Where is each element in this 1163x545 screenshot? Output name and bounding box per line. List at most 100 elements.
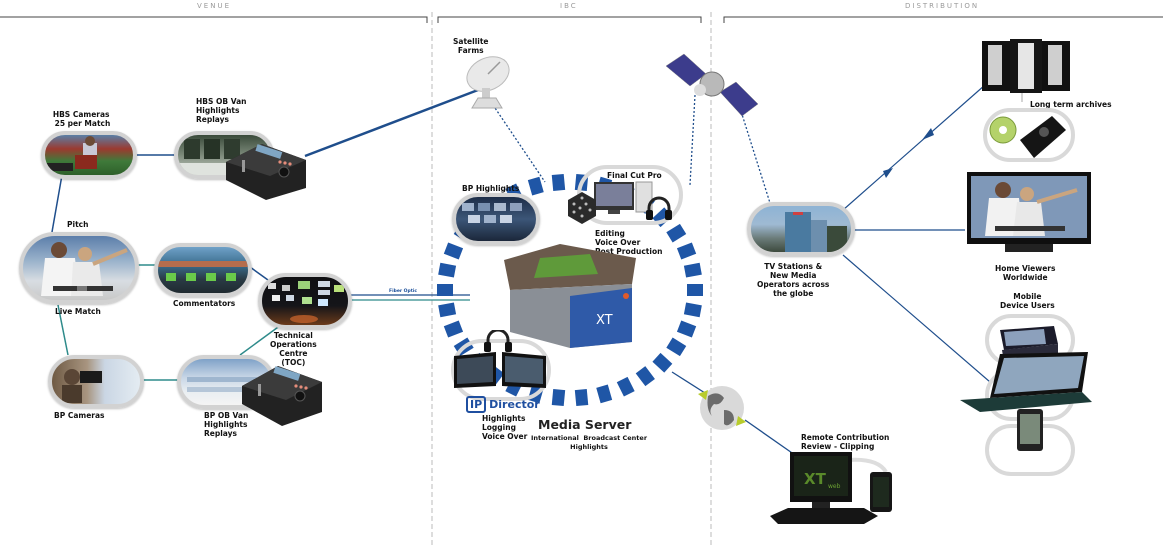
link-toc-to-commentators <box>249 266 269 281</box>
label-satellite-farms: Satellite Farms <box>453 37 489 55</box>
monitor-wall-icon <box>462 203 522 223</box>
ring-dash <box>676 242 697 260</box>
label-final-cut-pro: Final Cut Pro <box>607 171 662 180</box>
link-hbs-van-to-satellite <box>304 88 479 158</box>
hbs-replay-controller-icon <box>226 144 306 200</box>
ring-dash <box>527 176 544 196</box>
ring-dash <box>551 173 566 191</box>
bp-highlights-node[interactable] <box>452 193 540 245</box>
arrow-to-tv <box>883 168 893 178</box>
headphones-icon <box>646 196 672 220</box>
ip-director-text: Director <box>489 398 540 411</box>
media-cube-icon <box>568 192 596 224</box>
link-bp-cameras-to-pitch <box>57 304 69 356</box>
smartphone-icon <box>1017 409 1043 451</box>
ring-dash <box>666 223 687 243</box>
archives-media-node[interactable] <box>983 108 1075 162</box>
ring-dash <box>443 242 464 260</box>
satellite-dish-icon <box>466 56 510 109</box>
archive-servers-icon <box>982 39 1070 93</box>
section-bracket-distribution <box>723 16 1163 23</box>
label-live-match: Live Match <box>55 307 101 316</box>
ring-dash <box>443 320 464 338</box>
label-toc: Technical Operations Centre (TOC) <box>270 331 317 367</box>
section-bracket-ibc <box>437 16 702 23</box>
label-hbs-cameras: HBS Cameras 25 per Match <box>52 110 111 128</box>
globe-icon <box>698 386 746 430</box>
ring-dash <box>596 384 613 404</box>
editing-workstation-icon <box>594 181 653 214</box>
section-bracket-venue <box>0 16 428 23</box>
broadcast-tower-building-icon <box>785 212 847 252</box>
ring-dash <box>574 389 589 407</box>
camera-operator-photo-icon <box>62 369 102 403</box>
label-home-viewers: Home Viewers Worldwide <box>995 264 1056 282</box>
ring-dash <box>676 320 697 338</box>
label-remote-contribution: Remote Contribution Review - Clipping <box>801 433 890 451</box>
web-brand-text: XT <box>804 470 827 488</box>
bp-cameras-node[interactable] <box>48 355 144 408</box>
link-hbs-cameras-to-pitch <box>51 174 63 233</box>
football-players-photo-icon <box>41 242 128 296</box>
hbs-cameras-node[interactable] <box>41 131 137 179</box>
label-bp-highlights: BP Highlights <box>462 184 520 193</box>
camera-operator-photo-icon <box>45 136 97 171</box>
control-room-monitors-icon <box>268 281 344 323</box>
ring-dash <box>437 284 453 296</box>
label-bp-ob-van: BP OB Van Highlights Replays <box>204 411 249 438</box>
link-satellite-to-tv <box>739 107 771 204</box>
dvd-and-tape-icon <box>989 116 1066 158</box>
server-brand-text: XT <box>596 313 613 328</box>
label-hbs-ob-van: HBS OB Van Highlights Replays <box>196 97 247 124</box>
ring-dash <box>666 337 687 357</box>
label-fiber-optic: Fiber Optic <box>389 289 418 294</box>
ring-dash <box>683 262 702 278</box>
section-title-distribution: DISTRIBUTION <box>905 2 980 10</box>
link-satellite-farm-to-server <box>492 104 546 183</box>
label-commentators: Commentators <box>173 299 236 308</box>
tv-stations-node[interactable] <box>747 202 855 256</box>
media-server-title: Media Server <box>538 417 632 432</box>
ring-dash <box>551 389 566 407</box>
label-bp-cameras: BP Cameras <box>54 411 105 420</box>
label-pitch: Pitch <box>67 220 89 229</box>
label-ip-director-tasks: Highlights Logging Voice Over <box>482 414 528 441</box>
link-tv-to-mobile <box>842 254 991 383</box>
section-title-venue: VENUE <box>197 2 231 10</box>
media-server-device-icon: XT <box>504 244 636 348</box>
label-editing: Editing Voice Over Post Production <box>595 229 663 256</box>
ring-dash <box>683 302 702 318</box>
remote-workstation-icon: XT web <box>770 452 892 524</box>
bp-replay-controller-icon <box>242 366 322 426</box>
ring-dash <box>438 302 457 318</box>
section-title-ibc: IBC <box>560 2 578 10</box>
ring-dash <box>438 262 457 278</box>
link-globe-to-remote <box>744 419 796 456</box>
label-mobile-users: Mobile Device Users <box>1000 292 1055 310</box>
pitch-live-match-node[interactable] <box>19 232 139 304</box>
label-tv-stations: TV Stations & New Media Operators across… <box>757 262 830 298</box>
link-tv-to-archives <box>842 84 986 211</box>
toc-node[interactable] <box>258 273 352 329</box>
commentators-node[interactable] <box>154 243 252 297</box>
label-long-term-archives: Long term archives <box>1030 100 1112 109</box>
commentary-box-photo-icon <box>158 261 248 281</box>
web-brand-sub-text: web <box>828 483 841 490</box>
ip-director-node[interactable] <box>451 339 551 401</box>
arrow-to-archives <box>922 128 934 140</box>
link-server-to-globe <box>671 371 706 394</box>
ring-dash <box>635 366 655 387</box>
laptop-icon <box>960 352 1092 412</box>
ring-dash <box>687 284 703 296</box>
ip-director-workstation-icon <box>454 330 546 388</box>
home-tv-icon <box>967 172 1091 252</box>
ring-dash <box>652 352 673 373</box>
link-satellite-to-server <box>689 94 696 186</box>
satellite-icon <box>665 53 759 117</box>
media-server-subtitle: International Broadcast Center Highlight… <box>531 434 648 451</box>
ring-dash <box>616 376 635 397</box>
ob-van-interior-photo-icon <box>187 377 257 392</box>
ip-logo-box: IP <box>466 396 487 413</box>
